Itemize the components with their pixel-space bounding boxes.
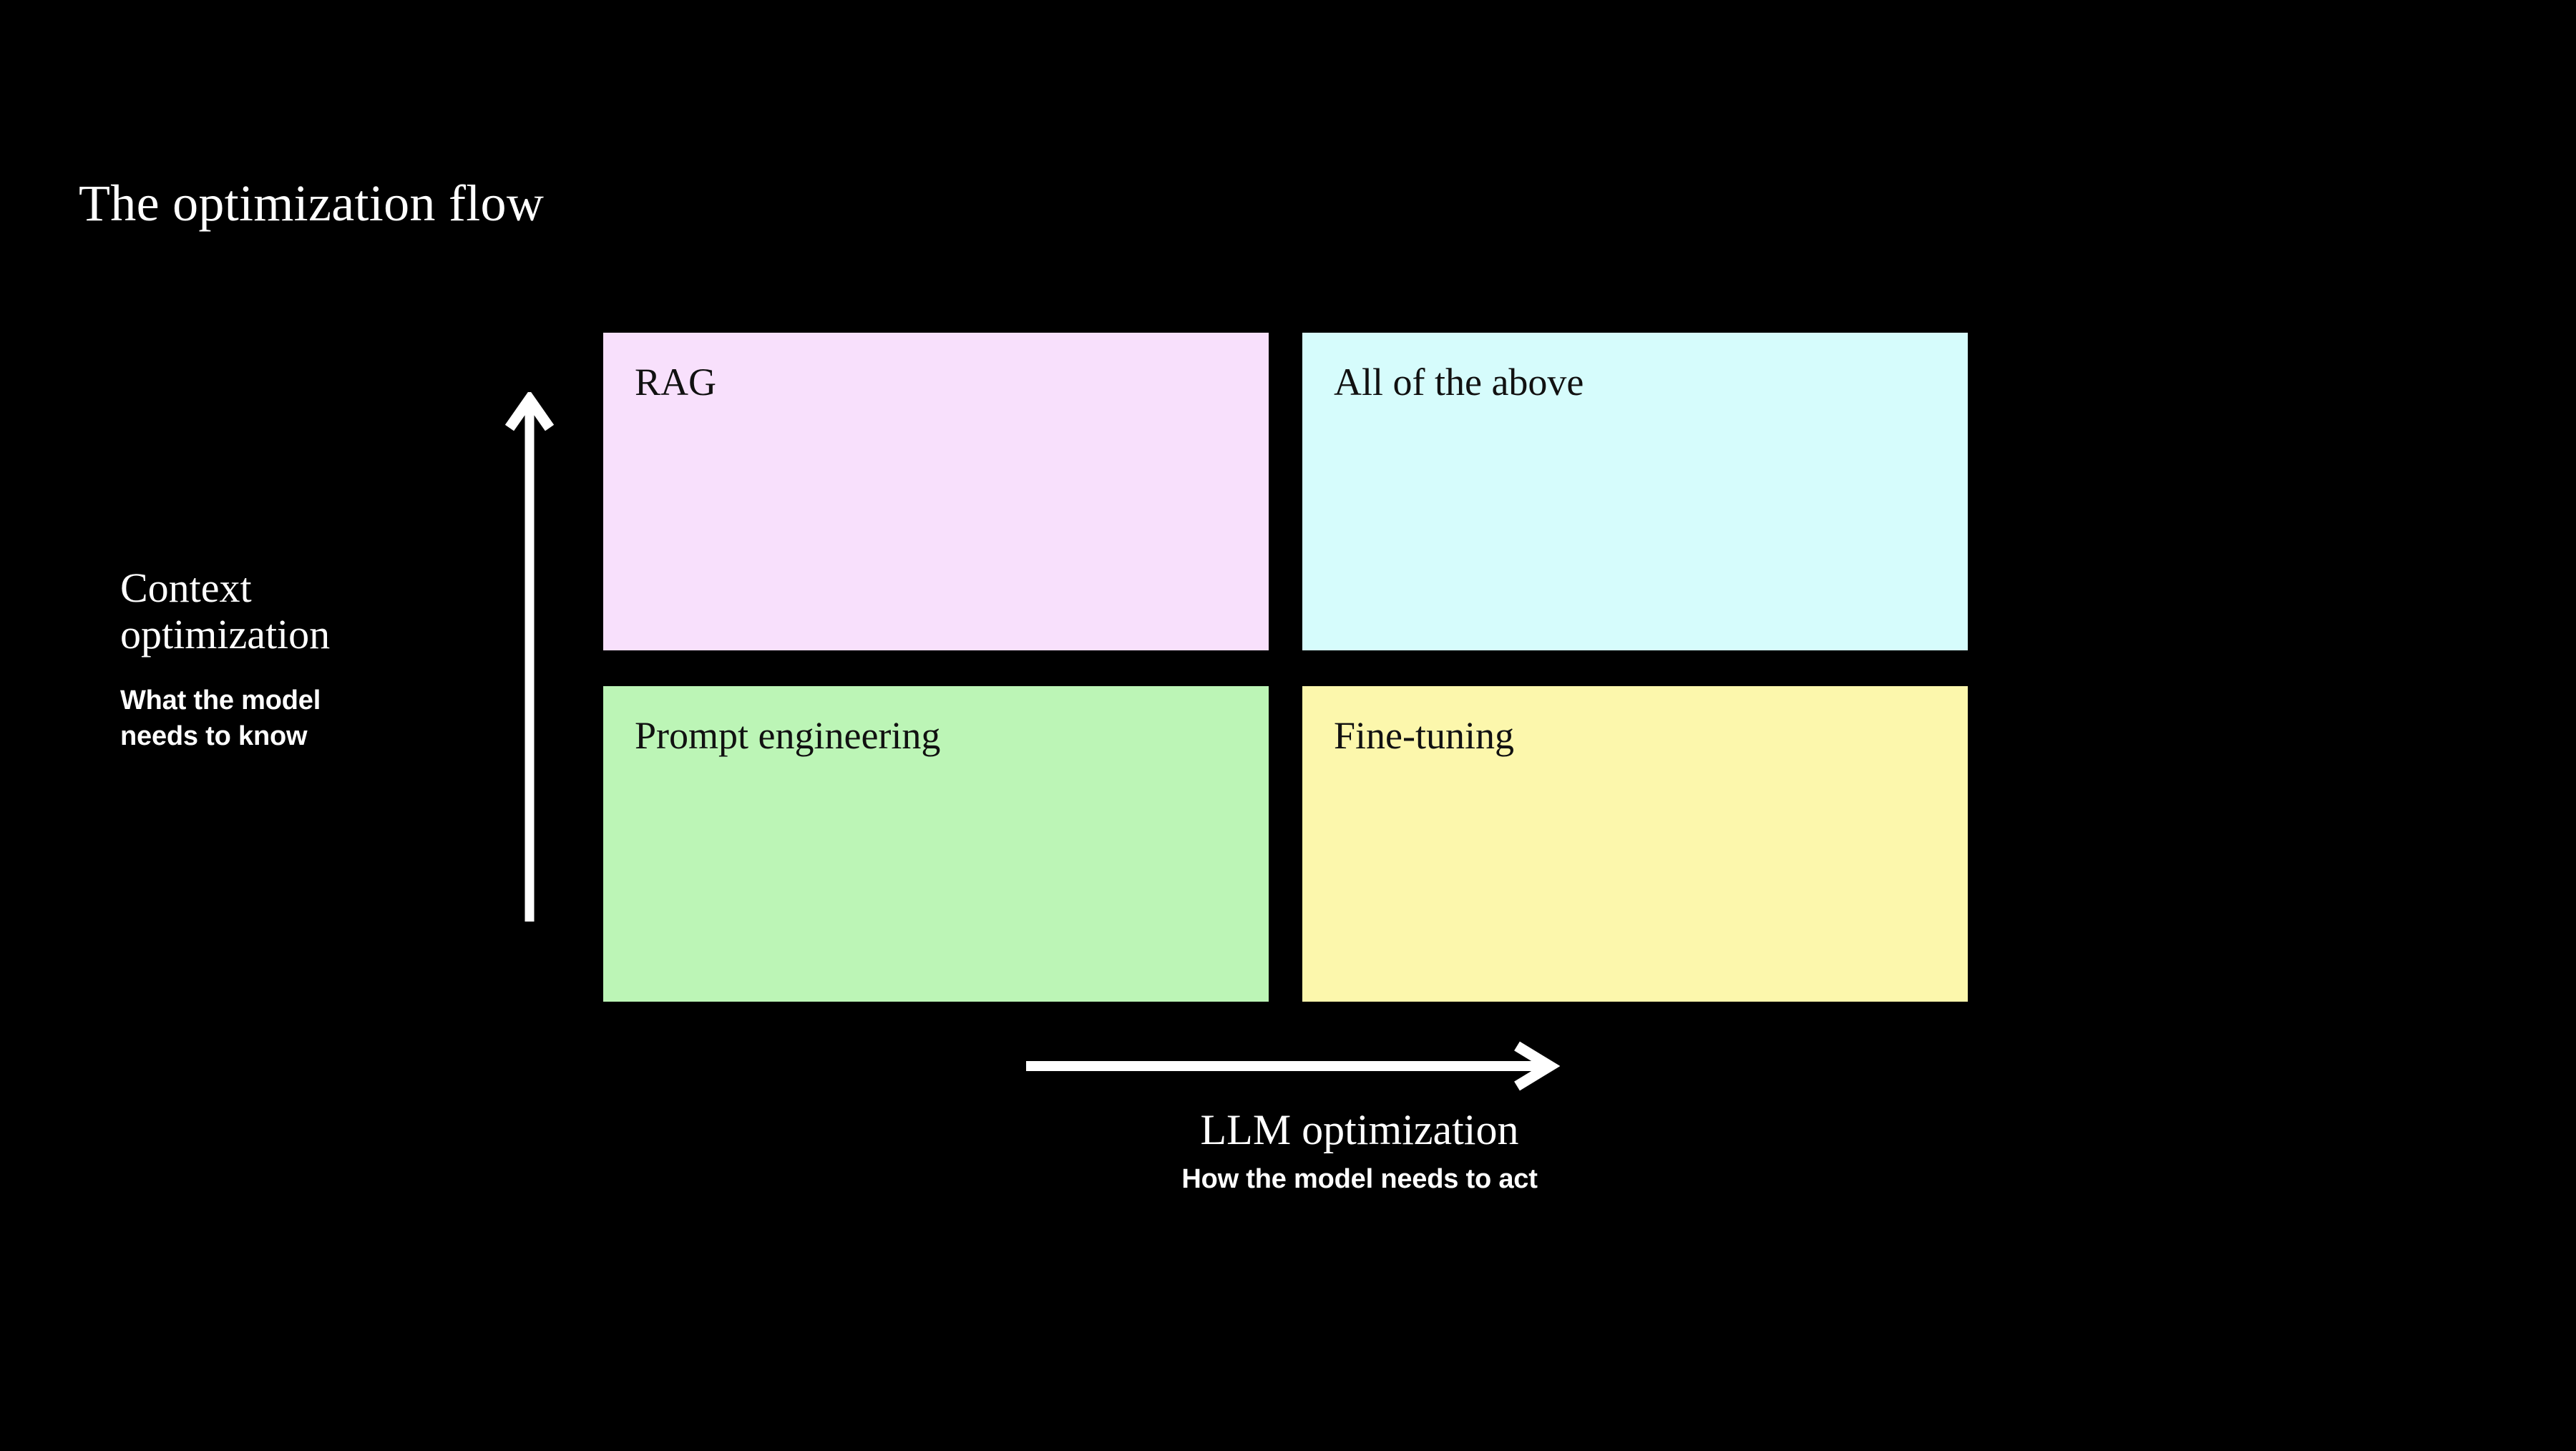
- quadrant-fine-tuning[interactable]: Fine-tuning: [1302, 686, 1968, 1002]
- quadrant-label-prompt-engineering: Prompt engineering: [635, 714, 941, 757]
- quadrant-label-all-of-the-above: All of the above: [1334, 361, 1584, 404]
- y-axis-arrow-icon: [494, 392, 565, 922]
- y-axis-title: Context optimization: [120, 565, 471, 658]
- quadrant-rag[interactable]: RAG: [603, 333, 1269, 650]
- quadrant-prompt-engineering[interactable]: Prompt engineering: [603, 686, 1269, 1002]
- y-axis-subtitle: What the model needs to know: [120, 683, 471, 754]
- quadrant-all-of-the-above[interactable]: All of the above: [1302, 333, 1968, 650]
- page-title: The optimization flow: [79, 175, 545, 232]
- x-axis-subtitle: How the model needs to act: [1181, 1164, 1538, 1194]
- quadrant-label-fine-tuning: Fine-tuning: [1334, 714, 1514, 757]
- y-axis-subtitle-line-2: needs to know: [120, 721, 308, 752]
- y-axis-title-line-1: Context: [120, 565, 252, 611]
- y-axis-title-line-2: optimization: [120, 610, 331, 658]
- x-axis-label-group: LLM optimization How the model needs to …: [859, 1108, 1860, 1197]
- y-axis-subtitle-line-1: What the model: [120, 685, 321, 715]
- x-axis-arrow-icon: [1023, 1041, 1560, 1091]
- y-axis-label-group: Context optimization What the model need…: [120, 565, 471, 754]
- x-axis-title: LLM optimization: [1200, 1106, 1519, 1153]
- quadrant-label-rag: RAG: [635, 361, 717, 404]
